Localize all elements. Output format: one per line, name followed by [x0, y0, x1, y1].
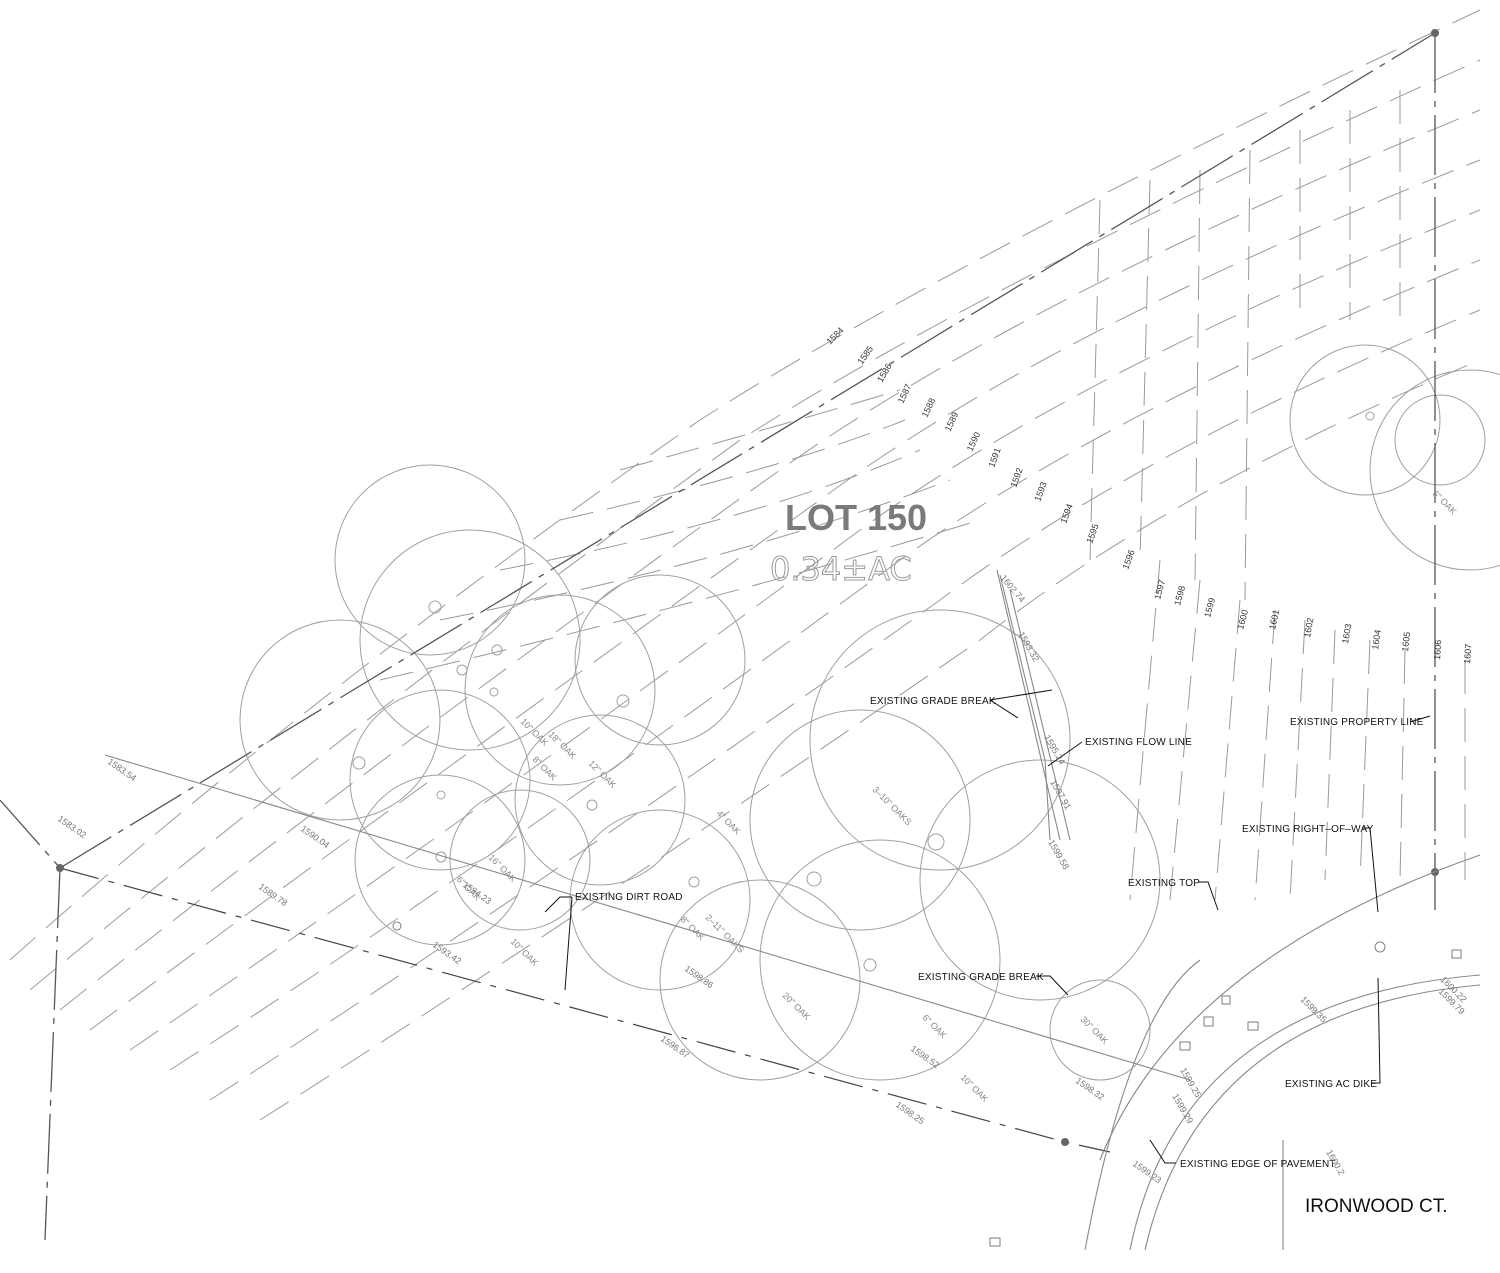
contour-lines [9, 9, 1481, 1121]
contour-label: 1597 [1152, 579, 1167, 601]
spot-elevation: 1596.87 [659, 1033, 691, 1060]
property-corner-node [1061, 1138, 1069, 1146]
contour-label: 1595 [1084, 522, 1100, 544]
contour-label: 1598 [1172, 585, 1187, 607]
tree-labels: 10" OAK 18" OAK 8" OAK 12" OAK 4" OAK 16… [455, 488, 1459, 1104]
property-corner-node [56, 864, 64, 872]
callout-property-line: EXISTING PROPERTY LINE [1290, 717, 1424, 728]
callout-edge-of-pavement: EXISTING EDGE OF PAVEMENT [1180, 1159, 1336, 1170]
utility-box [1203, 1016, 1214, 1027]
contour-label: 1584 [824, 325, 845, 346]
tree-label: 18" OAK [547, 729, 579, 761]
callout-flow-line: EXISTING FLOW LINE [1085, 737, 1192, 748]
tree-label: 16" OAK [487, 852, 519, 884]
utility-manhole [1374, 941, 1386, 953]
contour-label: 1606 [1432, 639, 1443, 660]
tree-canopies [239, 344, 1500, 1081]
contour-label: 1589 [943, 410, 961, 432]
lot-area: 0.34±AC [770, 550, 912, 588]
spot-elevation: 1583.02 [56, 813, 88, 840]
callout-grade-break-upper: EXISTING GRADE BREAK [870, 696, 996, 707]
contour-label: 1599 [1202, 597, 1217, 619]
spot-elevation: 1598.52 [909, 1043, 941, 1070]
utility-box [1451, 949, 1462, 959]
contour-label: 1602 [1302, 617, 1315, 638]
contour-label: 1591 [986, 446, 1002, 468]
contour-label: 1592 [1008, 466, 1024, 488]
contour-label: 1596 [1120, 548, 1136, 570]
tree-label: 3–10" OAKS [871, 784, 914, 827]
contour-label: 1586 [875, 362, 894, 384]
utility-box [1179, 1041, 1191, 1051]
tree-label: 10" OAK [519, 716, 551, 748]
grade-break-lines [996, 569, 1071, 841]
tree-label: 12" OAK [587, 758, 619, 790]
spot-elevation: 1599.25 [1178, 1066, 1203, 1099]
tree-label: 2–11" OAKS [704, 912, 746, 954]
utility-markers [392, 921, 1462, 1247]
callout-dirt-road: EXISTING DIRT ROAD [575, 892, 683, 903]
property-lines [0, 29, 1439, 1241]
contour-label: 1603 [1340, 623, 1353, 644]
tree-label: 20" OAK [781, 990, 813, 1022]
contour-label: 1590 [965, 430, 983, 452]
tree-label: 6" OAK [921, 1012, 949, 1040]
utility-box [989, 1237, 1001, 1247]
spot-elevation: 1590.04 [299, 823, 331, 850]
contour-label: 1604 [1370, 629, 1383, 650]
callout-grade-break-lower: EXISTING GRADE BREAK [918, 972, 1044, 983]
tree-label: 10" OAK [959, 1072, 991, 1104]
property-corner-node [1431, 29, 1439, 37]
contour-label: 1605 [1400, 631, 1412, 652]
contour-label: 1594 [1058, 502, 1074, 524]
contour-label: 1587 [896, 382, 914, 404]
tree-label: 10" OAK [509, 936, 541, 968]
tree-label: 8" OAK [531, 754, 559, 782]
spot-elevation: 1589.78 [257, 881, 289, 908]
spot-elevation: 1598.86 [683, 963, 715, 990]
contour-label: 1600 [1235, 609, 1250, 631]
road-edges [104, 754, 1481, 1251]
spot-elevation: 1599.58 [1046, 838, 1071, 871]
callout-leaders [544, 689, 1431, 1164]
contour-label: 1607 [1462, 643, 1473, 664]
contour-label: 1585 [855, 344, 875, 366]
tree-label: 30" OAK [1079, 1014, 1111, 1046]
contour-label: 1601 [1267, 609, 1281, 631]
lot-title: LOT 150 [785, 497, 927, 538]
street-name: IRONWOOD CT. [1305, 1196, 1448, 1217]
callout-existing-top: EXISTING TOP [1128, 878, 1200, 889]
contour-label: 1593 [1032, 480, 1048, 502]
callout-ac-dike: EXISTING AC DIKE [1285, 1079, 1377, 1090]
utility-box [1247, 1021, 1259, 1031]
spot-elevation: 1598.25 [894, 1099, 926, 1126]
callout-right-of-way: EXISTING RIGHT–OF–WAY [1242, 824, 1374, 835]
contour-label: 1588 [920, 396, 938, 418]
utility-box [1221, 995, 1231, 1005]
utility-manhole [392, 921, 402, 931]
